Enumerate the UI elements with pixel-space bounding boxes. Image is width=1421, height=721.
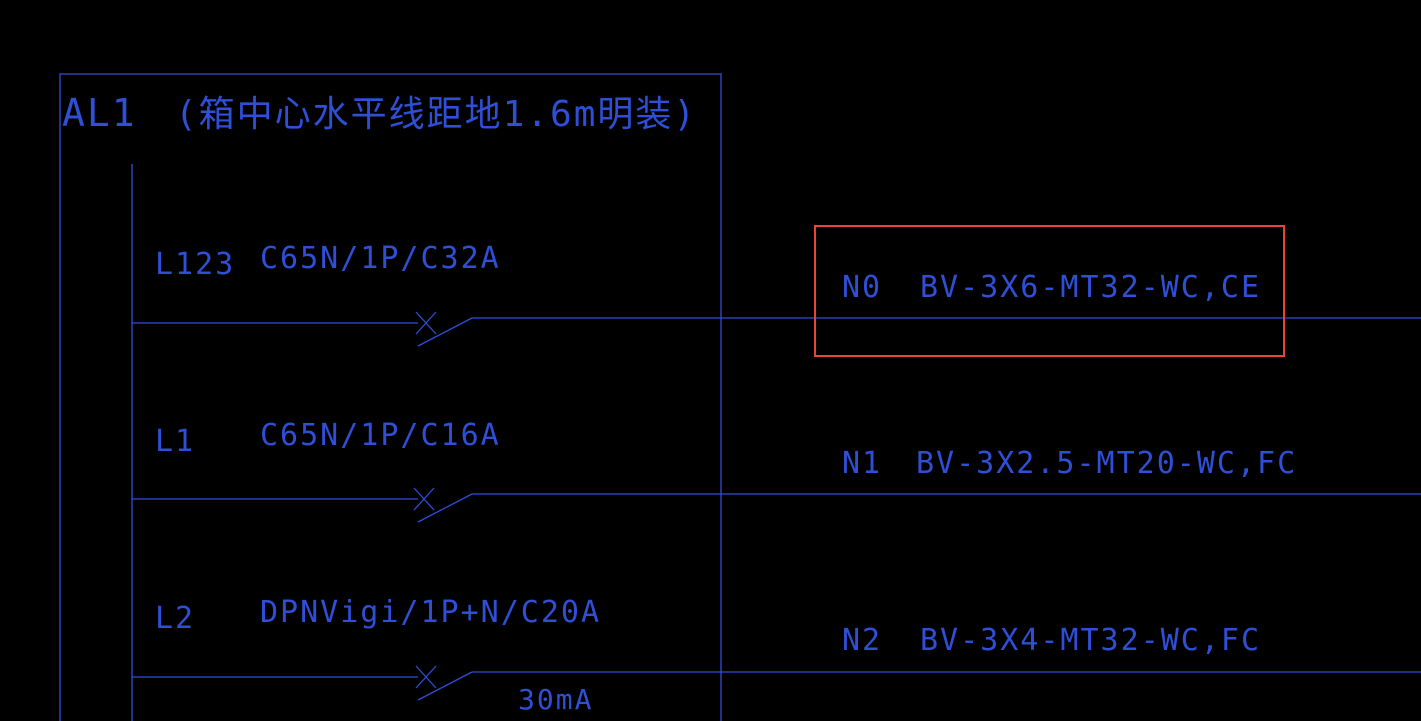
circuit-id: N2: [842, 623, 882, 658]
breaker-cross: [415, 311, 437, 335]
breaker-cross: [413, 487, 435, 511]
panel-name: AL1: [62, 91, 137, 135]
circuit-cable: BV-3X2.5-MT20-WC,FC: [916, 446, 1297, 481]
breaker-blade: [417, 671, 473, 701]
panel-enclosure: [59, 73, 722, 721]
circuit-id: N0: [842, 270, 882, 305]
circuit-cable: BV-3X6-MT32-WC,CE: [920, 270, 1261, 305]
breaker-blade: [417, 493, 473, 523]
circuit-row: L123 C65N/1P/C32A N0 BV-3X6-MT32-WC,CE: [132, 241, 1421, 347]
circuit-breaker: C65N/1P/C16A: [260, 418, 501, 453]
breaker-blade: [417, 317, 473, 347]
circuit-phase: L1: [155, 424, 195, 459]
rcd-rating: 30mA: [518, 683, 593, 716]
circuit-breaker: DPNVigi/1P+N/C20A: [260, 595, 601, 630]
circuit-phase: L123: [155, 247, 235, 282]
circuit-phase: L2: [155, 601, 195, 636]
circuit-row: L1 C65N/1P/C16A N1 BV-3X2.5-MT20-WC,FC: [132, 418, 1421, 523]
highlight-box: [814, 225, 1285, 357]
circuit-row: L2 DPNVigi/1P+N/C20A 30mA N2 BV-3X4-MT32…: [132, 595, 1421, 716]
panel-note: (箱中心水平线距地1.6m明装): [175, 94, 697, 135]
breaker-cross: [415, 665, 437, 689]
circuit-id: N1: [842, 446, 882, 481]
circuit-cable: BV-3X4-MT32-WC,FC: [920, 623, 1261, 658]
circuit-breaker: C65N/1P/C32A: [260, 241, 501, 276]
